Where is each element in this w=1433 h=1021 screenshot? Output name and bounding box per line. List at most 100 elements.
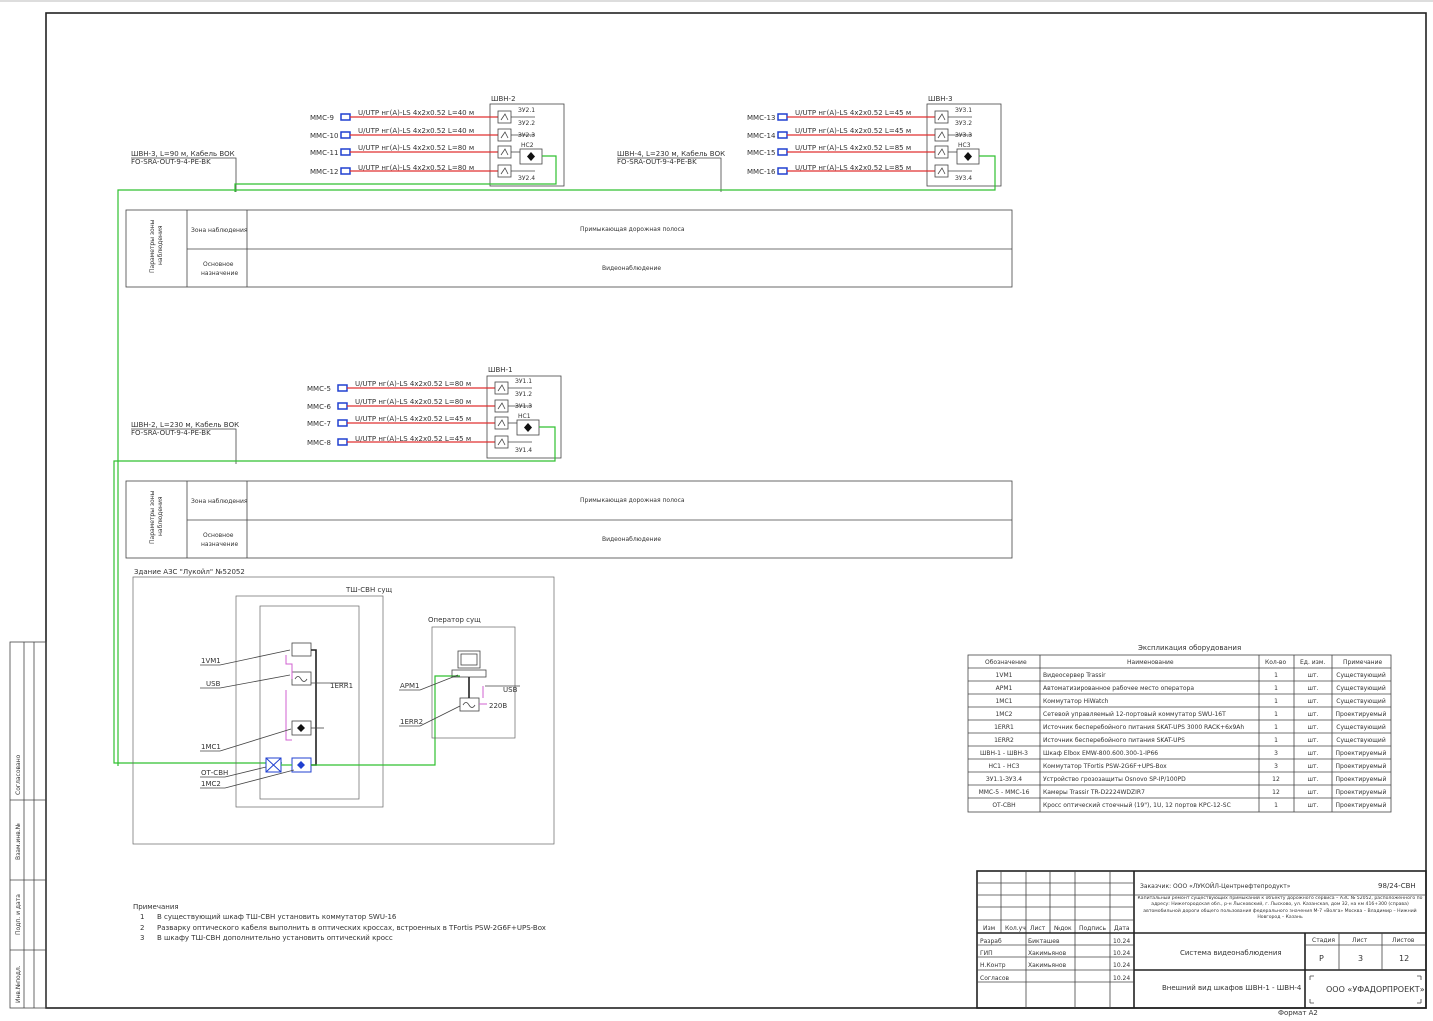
stamp-sheet-title: Внешний вид шкафов ШВН-1 - ШВН-4 [1162, 984, 1302, 992]
port-label: ЗУ1.4 [515, 447, 532, 454]
eq-cell: ШВН-1 - ШВН-3 [980, 750, 1028, 757]
eq-cell: 1 [1274, 685, 1278, 692]
camera-label: ММС-14 [747, 132, 776, 140]
note-num: 1 [140, 913, 144, 921]
camera-row: ММС-10 U/UTP нг(А)-LS 4x2x0.52 L=40 м [310, 127, 498, 140]
zone-side-label-2: наблюдения [157, 496, 164, 536]
surge-protector-icon [494, 381, 509, 395]
eq-cell: Кросс оптический стоечный (19"), 1U, 12 … [1043, 802, 1231, 809]
eq-cell: 3 [1274, 750, 1278, 757]
eq-cell: Существующий [1336, 685, 1386, 692]
port-label: ЗУ1.3 [515, 403, 532, 410]
zone-side-label-1: Параметры зоны [149, 219, 156, 273]
camera-icon [337, 419, 348, 427]
cable-in-shvn2-l1: ШВН-3, L=90 м, Кабель ВОК [131, 150, 235, 158]
cable-label: U/UTP нг(А)-LS 4x2x0.52 L=80 м [355, 398, 471, 406]
eq-cell: шт. [1308, 737, 1319, 744]
optical-cross-icon [265, 757, 282, 773]
eq-header: Ед. изм. [1300, 659, 1325, 666]
building-group: Здание АЗС "Лукойл" №52052 ТШ-СВН сущ 1V… [132, 568, 555, 845]
eq-header: Примечание [1343, 659, 1382, 666]
stamp-header: Лист [1030, 925, 1046, 932]
eq-header: Кол-во [1265, 659, 1286, 666]
label-ot-svn: ОТ-СВН [201, 769, 228, 777]
eq-cell: 1ERR2 [994, 737, 1014, 744]
cable-label: U/UTP нг(А)-LS 4x2x0.52 L=45 м [355, 415, 471, 423]
equipment-title: Экспликация оборудования [1138, 644, 1241, 652]
cabinet-shvn2 [489, 103, 565, 187]
cable-label: U/UTP нг(А)-LS 4x2x0.52 L=80 м [355, 380, 471, 388]
camera-label: ММС-16 [747, 168, 776, 176]
note-num: 2 [140, 924, 144, 932]
eq-cell: Автоматизированное рабочее место операто… [1043, 685, 1194, 692]
port-label: ЗУ2.2 [518, 120, 535, 127]
camera-label: ММС-5 [307, 385, 331, 393]
stamp-header: Кол.уч [1005, 925, 1026, 932]
operator-label: Оператор сущ [428, 616, 481, 624]
zone-side-label-2: наблюдения [157, 225, 164, 265]
port-label: НС1 [518, 413, 531, 420]
cable-label: U/UTP нг(А)-LS 4x2x0.52 L=40 м [358, 109, 474, 117]
eq-cell: Проектируемый [1336, 789, 1387, 796]
port-label: ЗУ1.2 [515, 391, 532, 398]
stamp-role: Согласов [980, 975, 1009, 982]
camera-row: ММС-14 U/UTP нг(А)-LS 4x2x0.52 L=45 м [747, 127, 935, 140]
switch-icon [516, 419, 540, 436]
port-label: ЗУ3.4 [955, 175, 972, 182]
cabinet-shvn1-label: ШВН-1 [488, 366, 513, 374]
eq-cell: ММС-5 - ММС-16 [979, 789, 1030, 796]
stamp-header: Дата [1114, 925, 1130, 932]
cable-label: U/UTP нг(А)-LS 4x2x0.52 L=85 м [795, 144, 911, 152]
eq-cell: Источник бесперебойного питания SKAT-UPS… [1043, 724, 1244, 731]
eq-cell: ЗУ1.1-ЗУ3.4 [986, 776, 1022, 783]
eq-cell: 1 [1274, 724, 1278, 731]
surge-protector-icon [494, 416, 509, 430]
zone-row2-label-2: назначение [201, 541, 238, 548]
cable-in-shvn1-l1: ШВН-2, L=230 м, Кабель ВОК [131, 421, 239, 429]
eq-cell: Шкаф Elbox EMW-800.600.300-1-IP66 [1043, 750, 1158, 757]
camera-row: ММС-6 U/UTP нг(А)-LS 4x2x0.52 L=80 м [307, 398, 495, 411]
zone-row1-value: Примыкающая дорожная полоса [580, 226, 685, 233]
ups-2-icon [459, 697, 480, 712]
zone-row2-value: Видеонаблюдение [602, 265, 661, 272]
ups-icon [291, 671, 312, 686]
zone-table-2: Параметры зоны наблюдения Зона наблюдени… [125, 480, 1013, 559]
eq-cell: ОТ-СВН [992, 802, 1015, 809]
side-label-signature: Подп. и дата [15, 894, 22, 935]
switch-swu-icon [291, 757, 312, 773]
zone-row1-label: Зона наблюдения [191, 498, 248, 505]
sheet-frame [45, 12, 1427, 1009]
eq-cell: Коммутатор HiWatch [1043, 698, 1109, 705]
eq-cell: 1 [1274, 672, 1278, 679]
camera-label: ММС-7 [307, 420, 331, 428]
cabinet-shvn3-group: ШВН-3 ШВН-4, L=230 м, Кабель ВОК FO-SRA-… [117, 95, 1002, 766]
stamp-sheet-label: Лист [1352, 937, 1368, 944]
eq-cell: 1 [1274, 698, 1278, 705]
camera-label: ММС-9 [310, 114, 334, 122]
zone-row2-label-1: Основное [203, 532, 234, 539]
port-label: НС3 [958, 142, 971, 149]
camera-row: ММС-9 U/UTP нг(А)-LS 4x2x0.52 L=40 м [310, 109, 498, 122]
cable-label: U/UTP нг(А)-LS 4x2x0.52 L=45 м [355, 435, 471, 443]
building-outline [132, 576, 555, 845]
eq-header: Обозначение [985, 659, 1027, 666]
camera-row: ММС-5 U/UTP нг(А)-LS 4x2x0.52 L=80 м [307, 380, 495, 393]
eq-cell: 1VM1 [996, 672, 1013, 679]
camera-icon [340, 148, 351, 156]
eq-cell: 1МС2 [995, 711, 1012, 718]
eq-cell: Источник бесперебойного питания SKAT-UPS [1043, 737, 1185, 744]
notes-title: Примечания [133, 903, 179, 911]
eq-cell: шт. [1308, 672, 1319, 679]
label-220v: 220В [489, 702, 507, 710]
camera-label: ММС-11 [310, 149, 338, 157]
port-label: ЗУ1.1 [515, 378, 532, 385]
eq-cell: 1МС1 [995, 698, 1012, 705]
label-1vm1: 1VM1 [201, 657, 221, 665]
stamp-system: Система видеонаблюдения [1180, 949, 1282, 957]
surge-protector-icon [497, 164, 512, 178]
stamp-sheet: 3 [1358, 954, 1363, 963]
cable-label: U/UTP нг(А)-LS 4x2x0.52 L=45 м [795, 127, 911, 135]
port-label: ЗУ2.1 [518, 107, 535, 114]
surge-protector-icon [934, 145, 949, 159]
surge-protector-icon [497, 128, 512, 142]
